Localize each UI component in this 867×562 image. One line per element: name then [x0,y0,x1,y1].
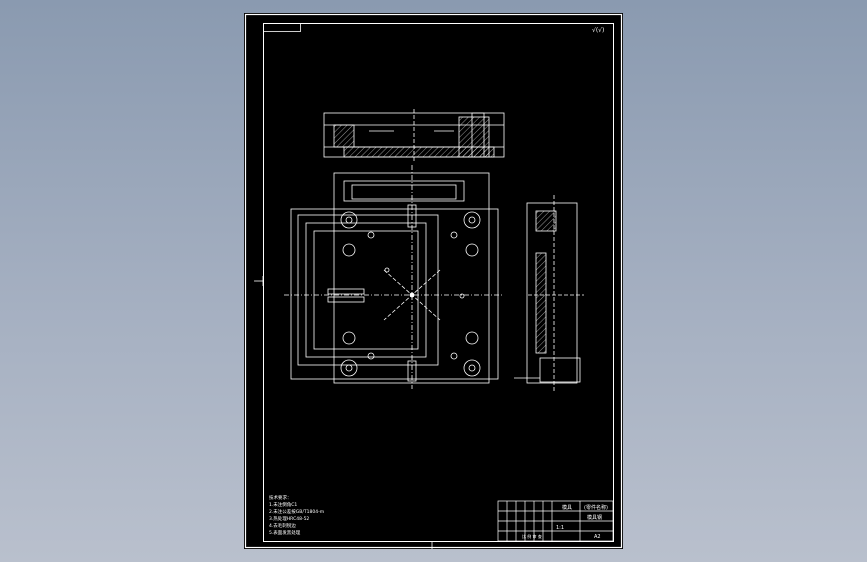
plan-view [284,165,504,389]
tech-note: 5.表面发黑处理 [269,529,301,536]
side-section-view [514,195,584,391]
roughness-mark: √(√) [592,27,604,34]
cad-drawing-viewport[interactable]: √(√) [244,13,623,549]
sheet-inner-frame [263,23,614,542]
title-note: 模具 [562,504,572,511]
drawing-code-box [263,23,301,32]
title-block-labels: 比 例 审 查 [522,533,542,539]
top-section-view [323,109,505,161]
material: 模具钢 [587,514,602,521]
tech-note: 1.未注倒角C1 [269,501,297,508]
scale: 1:1 [556,525,564,531]
tech-note: 3.热处理HRC48-52 [269,515,309,522]
tech-note: 2.未注公差按GB/T1804-m [269,508,324,515]
sheet-size: A2 [594,534,601,540]
tech-note-heading: 技术要求： [269,494,292,501]
part-name: (零件名称) [584,504,608,511]
cad-drawing-canvas: √(√) [244,13,623,549]
sheet-outer-border [244,13,623,549]
title-block [497,500,614,542]
tech-note: 4.去毛刺锐边 [269,522,296,529]
technical-notes: 技术要求： 1.未注倒角C1 2.未注公差按GB/T1804-m 3.热处理HR… [269,494,324,536]
